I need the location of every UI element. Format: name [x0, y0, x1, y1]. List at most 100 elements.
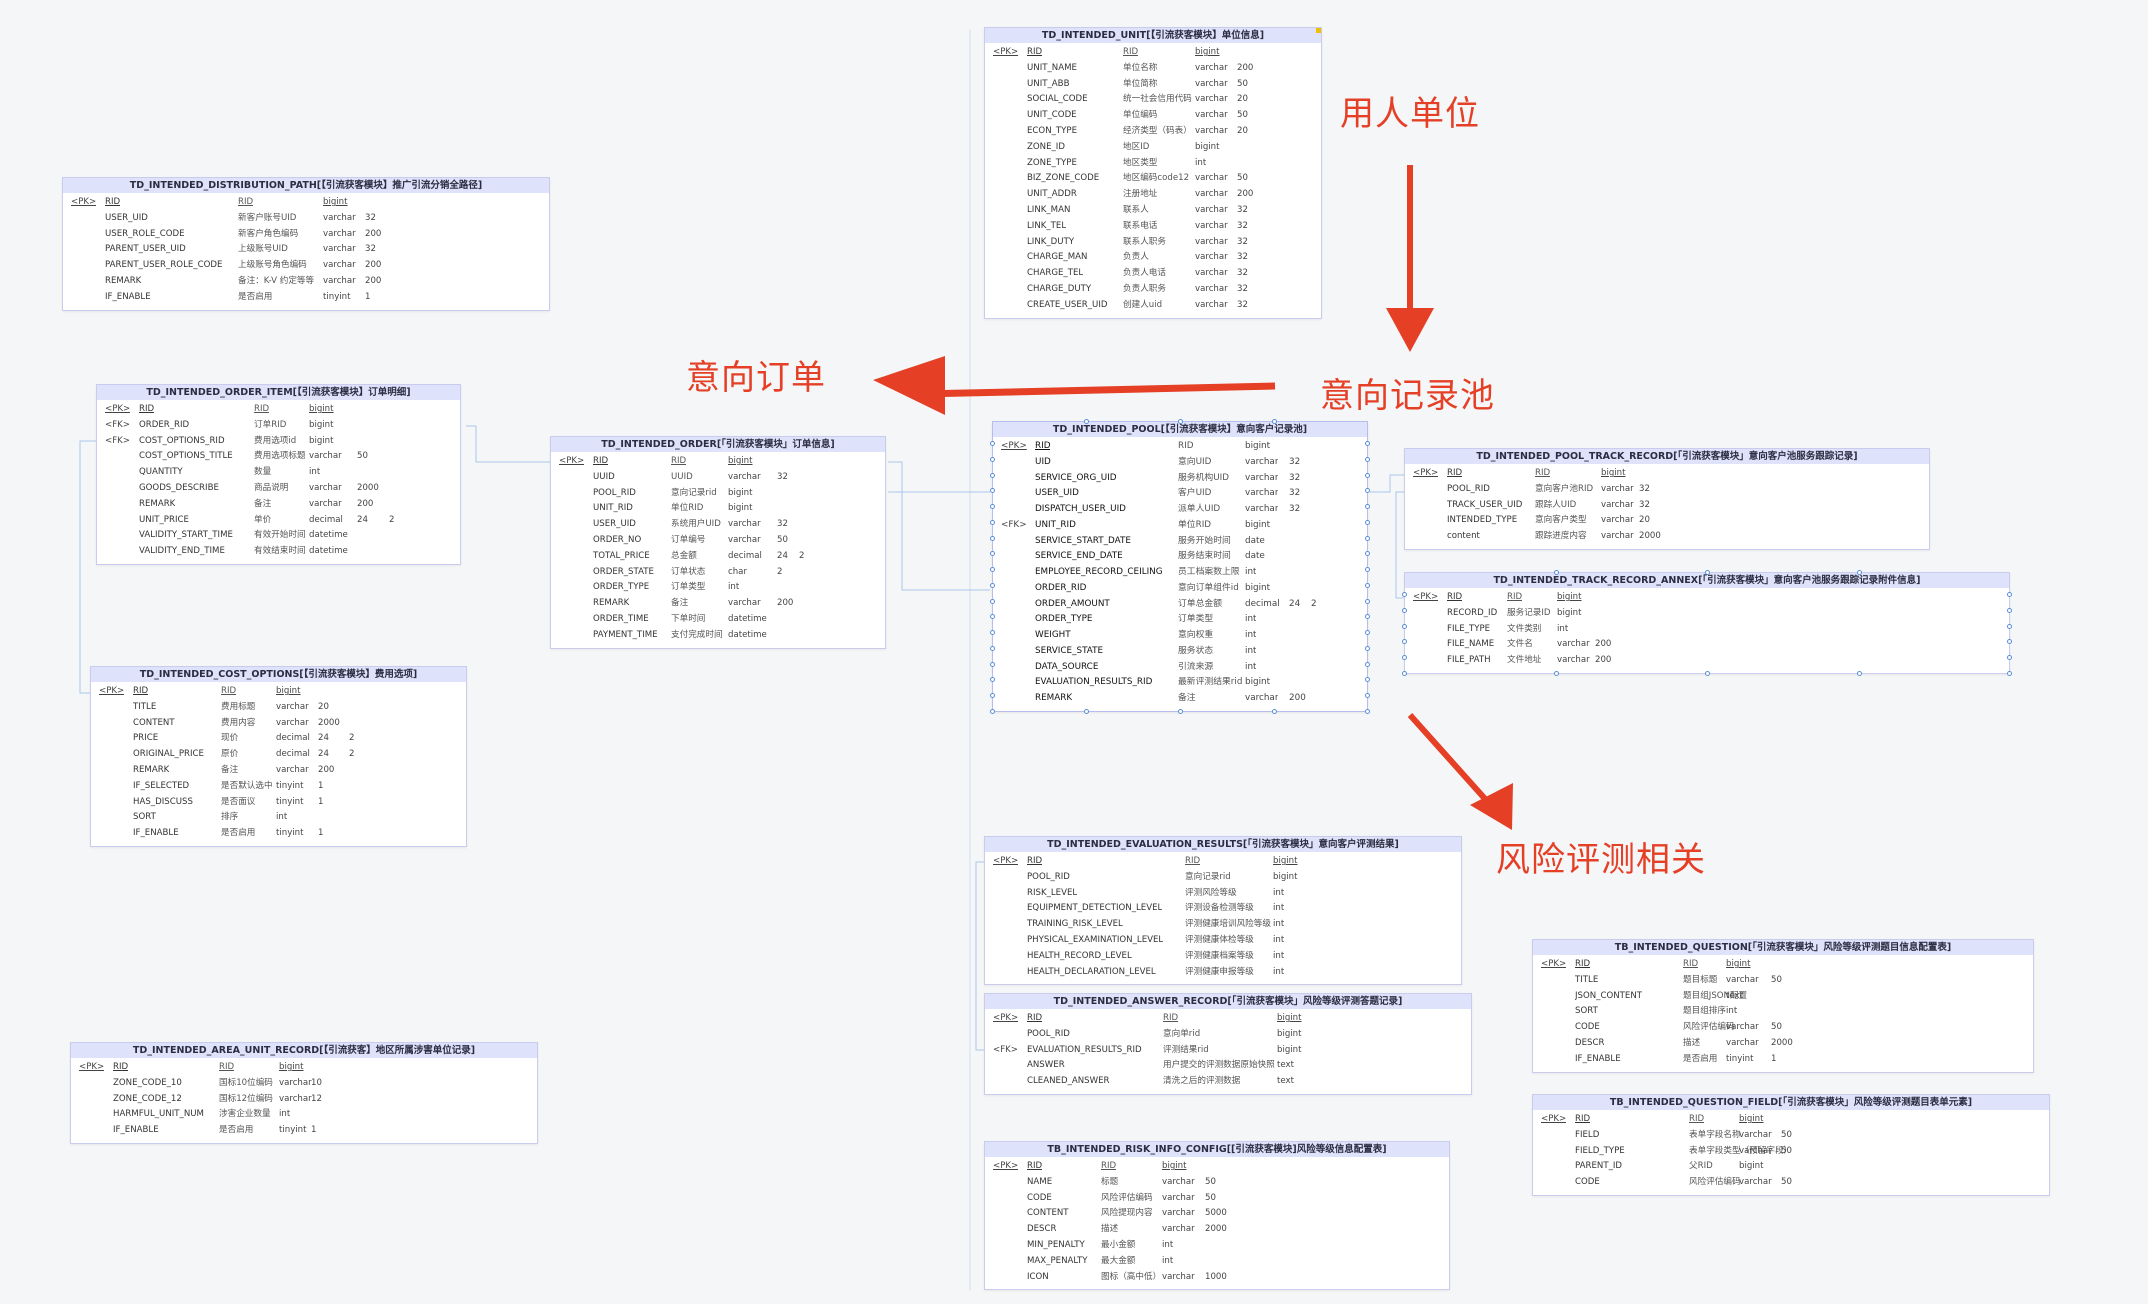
connection-handle[interactable]	[1365, 535, 1370, 541]
connection-handle[interactable]	[990, 708, 995, 714]
connection-handle[interactable]	[1365, 661, 1370, 667]
connection-handle[interactable]	[1272, 419, 1277, 424]
connection-handle[interactable]	[1365, 582, 1370, 588]
connection-handle[interactable]	[1856, 670, 1862, 676]
connection-handle[interactable]	[990, 693, 995, 698]
connection-handle[interactable]	[1553, 670, 1559, 676]
connection-handle[interactable]	[990, 630, 995, 635]
connection-handle[interactable]	[1365, 614, 1370, 620]
connection-handle[interactable]	[1365, 504, 1370, 509]
connection-handle[interactable]	[1272, 708, 1277, 714]
connection-handle[interactable]	[990, 504, 995, 509]
connection-handle[interactable]	[2007, 623, 2012, 629]
table-title[interactable]: TB_INTENDED_RISK_INFO_CONFIG[[引流获客模块]风险等…	[985, 1142, 1449, 1157]
table-orderitem[interactable]: TD_INTENDED_ORDER_ITEM[【引流获客模块】订单明细]<PK>…	[96, 384, 461, 565]
connection-handle[interactable]	[1084, 419, 1089, 424]
table-areaunit[interactable]: TD_INTENDED_AREA_UNIT_RECORD[【引流获客】地区所属涉…	[70, 1042, 538, 1144]
connection-handle[interactable]	[990, 645, 995, 651]
connection-handle[interactable]	[1365, 567, 1370, 572]
connection-handle[interactable]	[1178, 419, 1183, 424]
table-pool[interactable]: TD_INTENDED_POOL[【引流获客模块】意向客户记录池]<PK>RID…	[990, 419, 1370, 714]
connection-handle[interactable]	[2007, 671, 2012, 676]
connection-handle[interactable]	[1365, 630, 1370, 635]
connection-handle[interactable]	[2007, 607, 2012, 613]
connection-handle[interactable]	[1365, 551, 1370, 557]
connection-handle[interactable]	[990, 519, 995, 525]
connection-handle[interactable]	[1402, 655, 1407, 661]
connection-handle[interactable]	[990, 598, 995, 604]
table-pooltrack[interactable]: TD_INTENDED_POOL_TRACK_RECORD[「引流获客模块」意向…	[1404, 448, 1930, 550]
table-title[interactable]: TD_INTENDED_EVALUATION_RESULTS[「引流获客模块」意…	[985, 837, 1461, 852]
connection-handle[interactable]	[1084, 708, 1089, 714]
connection-handle[interactable]	[1365, 677, 1370, 683]
connection-handle[interactable]	[1365, 519, 1370, 525]
connection-handle[interactable]	[990, 567, 995, 572]
connection-handle[interactable]	[1856, 570, 1862, 575]
connection-handle[interactable]	[1705, 670, 1710, 676]
connection-handle[interactable]	[990, 441, 995, 446]
connection-handle[interactable]	[1178, 708, 1183, 714]
table-costopt[interactable]: TD_INTENDED_COST_OPTIONS[【引流获客模块】费用选项]<P…	[90, 666, 467, 847]
connection-handle[interactable]	[1365, 708, 1370, 714]
table-title[interactable]: TD_INTENDED_DISTRIBUTION_PATH[【引流获客模块】推广…	[63, 178, 549, 193]
connection-handle[interactable]	[990, 488, 995, 494]
